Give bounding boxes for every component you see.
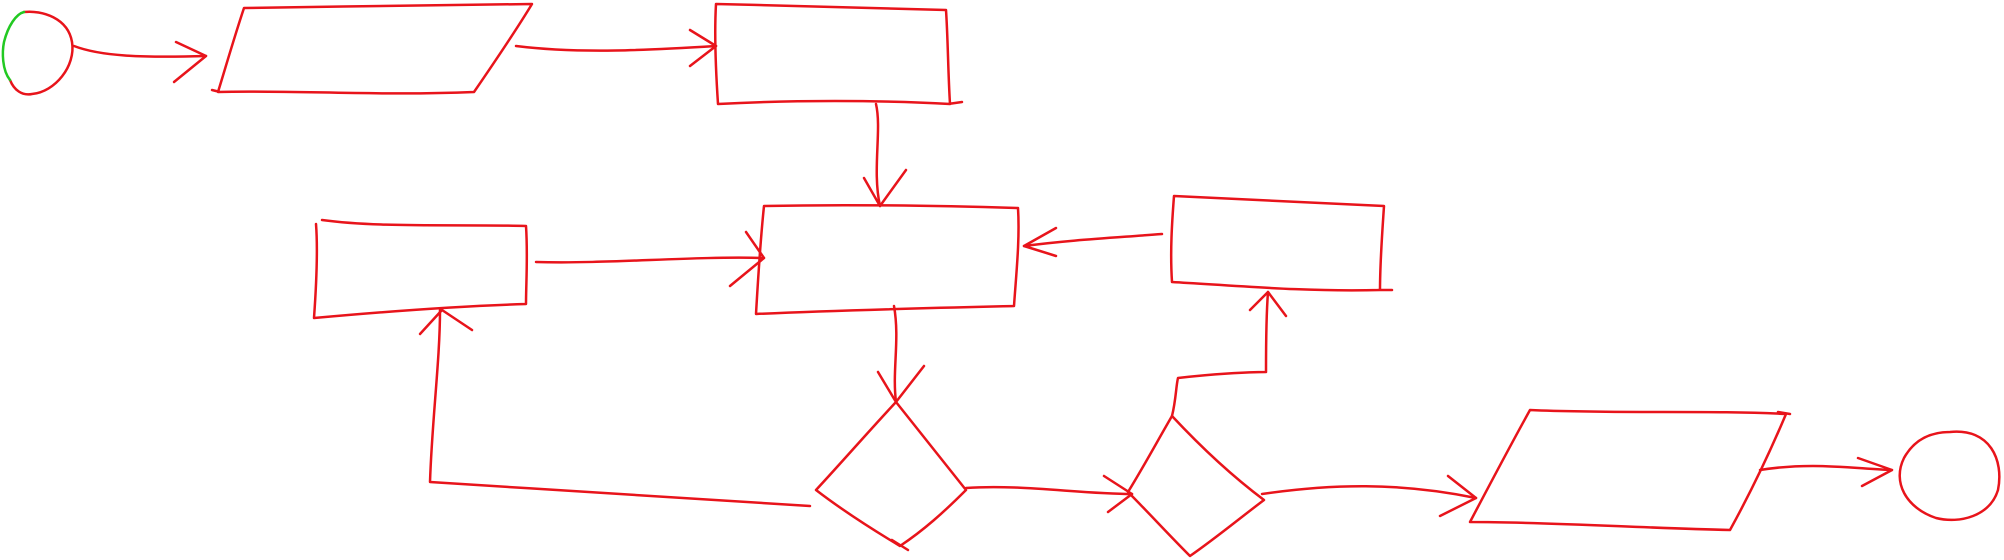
process-left-node xyxy=(312,218,529,320)
arrow-decision-2-to-output xyxy=(1260,474,1478,518)
start-node xyxy=(1,10,74,96)
process-right-node xyxy=(1169,194,1394,292)
arrow-decision-1-to-decision-2 xyxy=(964,474,1134,514)
arrow-center-to-decision-1 xyxy=(876,304,926,404)
arrow-decision-2-to-right xyxy=(1170,290,1288,418)
process-center-node xyxy=(754,203,1020,316)
decision-1-node xyxy=(814,400,968,552)
process-top-node xyxy=(713,2,964,106)
output-node xyxy=(1468,408,1792,532)
arrow-right-to-center xyxy=(1022,226,1164,258)
arrow-output-to-end xyxy=(1758,456,1894,488)
arrow-process-top-to-center xyxy=(862,102,908,208)
decision-2-node xyxy=(1126,414,1266,558)
input-node xyxy=(210,2,534,95)
arrow-left-to-center xyxy=(534,230,766,288)
arrow-decision-1-to-left xyxy=(418,308,812,508)
arrow-input-to-process-top xyxy=(514,28,718,68)
arrow-start-to-input xyxy=(72,40,208,84)
end-node xyxy=(1898,430,2001,522)
